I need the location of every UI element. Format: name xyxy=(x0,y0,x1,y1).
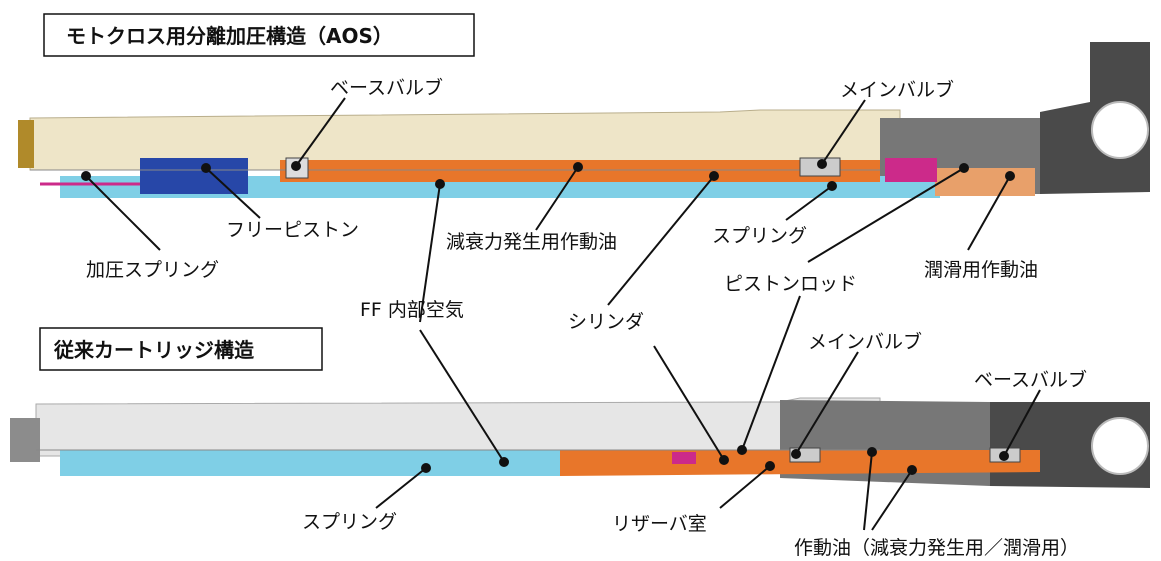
label-lubrication-oil: 潤滑用作動油 xyxy=(924,259,1038,281)
fork-aos xyxy=(18,42,1150,198)
title-box-aos xyxy=(43,13,475,57)
label-free-piston: フリーピストン xyxy=(226,219,359,241)
free-piston-body xyxy=(140,158,248,194)
label-spring-bottom: スプリング xyxy=(302,511,397,533)
label-spring-top: スプリング xyxy=(712,225,807,247)
oil-lube-aos xyxy=(935,168,1035,196)
label-cylinder: シリンダ xyxy=(568,311,644,333)
label-base-valve-bottom: ベースバルブ xyxy=(974,368,1087,391)
title-conventional: 従来カートリッジ構造 xyxy=(53,338,255,362)
fork-conventional xyxy=(10,397,1150,488)
label-reservoir: リザーバ室 xyxy=(612,513,707,535)
end-cap-aos xyxy=(18,120,34,168)
label-main-valve-bottom: メインバルブ xyxy=(808,330,922,353)
label-piston-rod: ピストンロッド xyxy=(724,273,857,295)
outer-tube-conventional xyxy=(35,397,881,457)
label-main-valve-top: メインバルブ xyxy=(840,78,954,101)
title-box-conventional xyxy=(39,327,323,371)
label-working-oil: 作動油（減衰力発生用／潤滑用） xyxy=(794,537,1079,559)
label-pressure-spring: 加圧スプリング xyxy=(86,259,219,281)
leader-lines xyxy=(81,97,1041,531)
label-ff-air: FF 内部空気 xyxy=(360,299,464,321)
oil-cyan-conventional xyxy=(60,450,560,476)
end-cap-conventional xyxy=(10,418,40,462)
title-aos: モトクロス用分離加圧構造（AOS） xyxy=(66,24,393,48)
label-base-valve-top: ベースバルブ xyxy=(330,76,443,99)
axle-hole-conventional xyxy=(1091,417,1149,475)
label-damping-oil: 減衰力発生用作動油 xyxy=(446,231,617,253)
axle-hole-aos xyxy=(1091,101,1149,159)
magenta-seal-aos xyxy=(885,158,937,182)
magenta-seal-conventional xyxy=(672,452,696,464)
